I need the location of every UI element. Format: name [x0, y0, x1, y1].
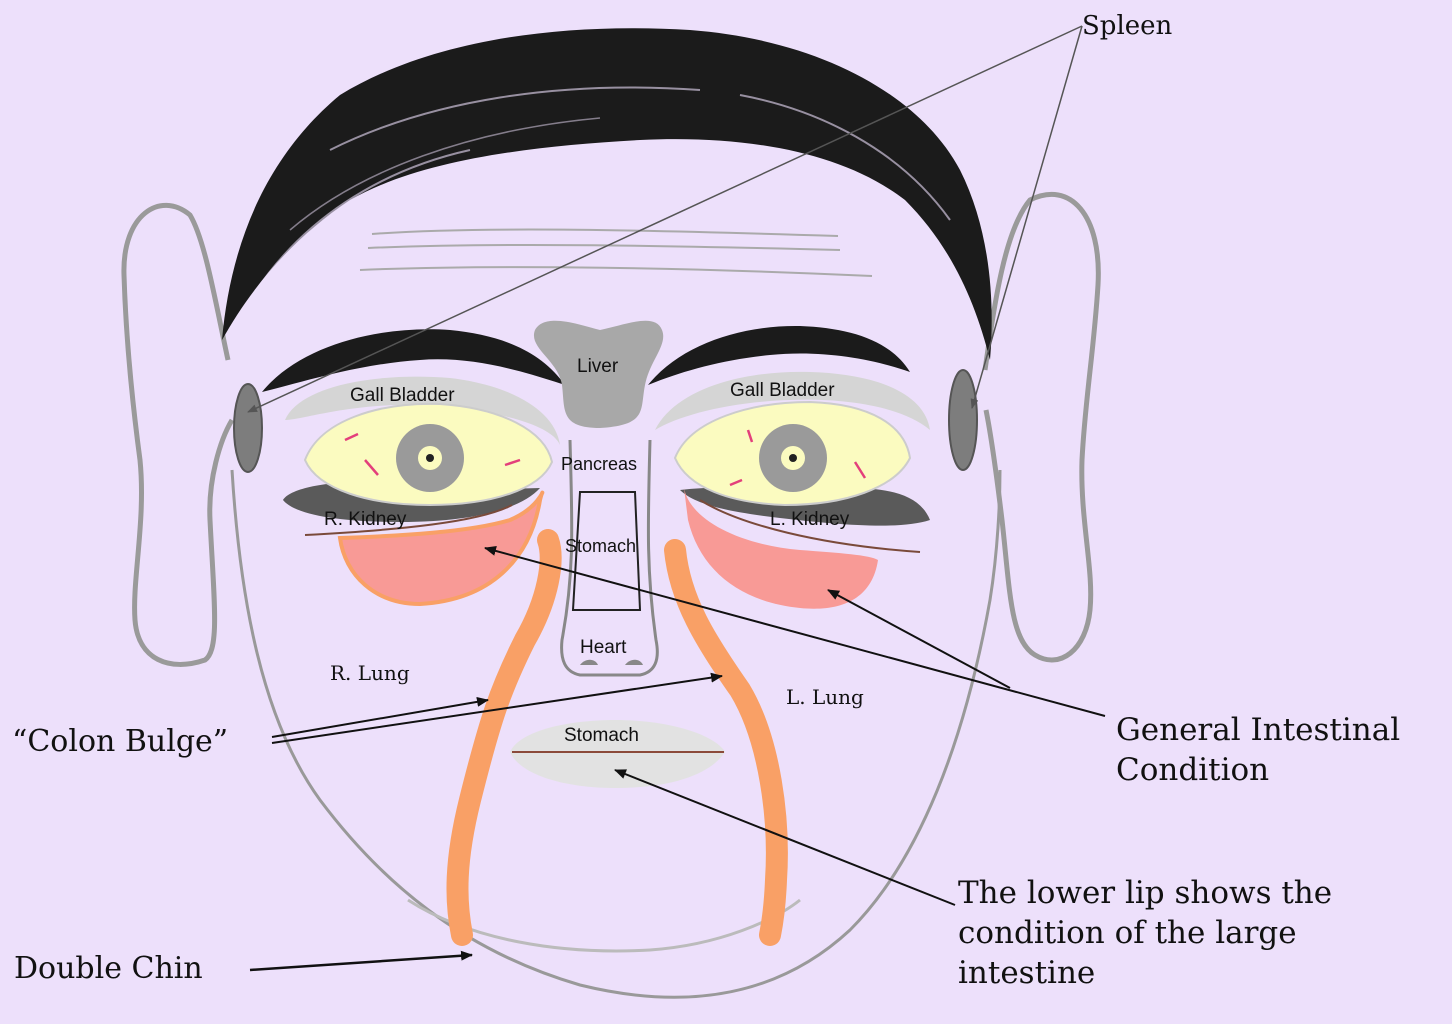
general-intestinal-label-line2: Condition: [1116, 752, 1269, 788]
stomach-lip-label: Stomach: [564, 725, 639, 746]
liver-label: Liver: [577, 356, 619, 377]
l-lung-label: L. Lung: [786, 685, 864, 709]
heart-label: Heart: [580, 637, 627, 658]
gall-bladder-right-label: Gall Bladder: [350, 385, 455, 406]
forehead-lines: [360, 230, 872, 276]
pancreas-label: Pancreas: [561, 454, 637, 474]
spleen-spot-right: [234, 384, 262, 472]
double-chin-label: Double Chin: [14, 951, 203, 986]
colon-bulge-label: “Colon Bulge”: [12, 724, 228, 759]
spleen-label: Spleen: [1082, 11, 1173, 41]
hair: [222, 28, 992, 360]
spleen-arrow-left: [972, 26, 1082, 408]
double-chin-arrow: [250, 955, 472, 970]
lower-lip-label-line2: condition of the large: [958, 915, 1297, 951]
r-kidney-label: R. Kidney: [324, 509, 407, 530]
stomach-nose-label: Stomach: [565, 536, 636, 556]
spleen-spot-left: [949, 370, 977, 470]
gall-bladder-left-label: Gall Bladder: [730, 380, 835, 401]
colon-arrow-right: [272, 700, 488, 737]
general-intestinal-label-line1: General Intestinal: [1116, 712, 1400, 748]
r-lung-label: R. Lung: [330, 661, 410, 685]
lower-lip-label-line1: The lower lip shows the: [958, 875, 1332, 911]
lower-lip-label-line3: intestine: [958, 955, 1095, 991]
l-kidney-label: L. Kidney: [770, 509, 850, 530]
